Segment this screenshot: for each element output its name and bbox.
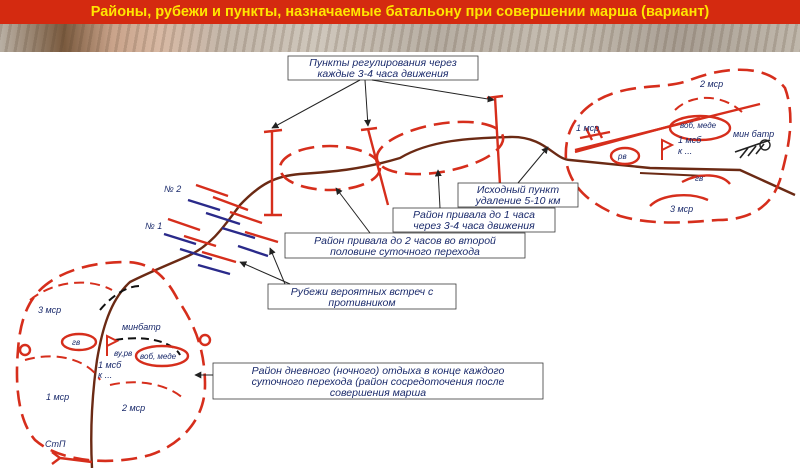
callout-encounter-lines: Рубежи вероятных встреч с противником bbox=[239, 247, 457, 310]
slide-title: Районы, рубежи и пункты, назначаемые бат… bbox=[0, 0, 800, 24]
end-unit-stp: СтП bbox=[45, 439, 66, 449]
company-1-mark bbox=[579, 125, 611, 141]
start-unit-gv: гв bbox=[695, 174, 703, 183]
end-vob-oval bbox=[134, 344, 190, 368]
mortar-battery-icon bbox=[759, 139, 771, 151]
start-unit-k: к ... bbox=[678, 146, 692, 156]
svg-text:каждые 3-4 часа движения: каждые 3-4 часа движения bbox=[317, 68, 448, 80]
mortar-battery-column bbox=[734, 139, 771, 159]
encounter-line-2 bbox=[187, 183, 279, 258]
svg-text:Район привала до 2 часов во вт: Район привала до 2 часов во второй bbox=[314, 235, 496, 247]
svg-text:через 3-4 часа движения: через 3-4 часа движения bbox=[413, 220, 535, 232]
end-battalion-flag-icon bbox=[106, 334, 120, 356]
svg-text:Исходный пункт: Исходный пункт bbox=[477, 184, 559, 196]
rest-area-2h bbox=[278, 144, 382, 192]
end-ring-right bbox=[198, 333, 212, 347]
end-gv-oval bbox=[60, 332, 98, 352]
start-unit-min-batr: мин батр bbox=[733, 129, 774, 139]
encounter-line-1 bbox=[163, 217, 237, 276]
battalion-flag-icon bbox=[661, 138, 675, 160]
minbatr-arc-2 bbox=[114, 337, 181, 356]
start-unit-2msr: 2 мср bbox=[699, 79, 723, 89]
start-unit-vob-mede: воб, меде bbox=[680, 121, 717, 130]
svg-text:совершения марша: совершения марша bbox=[330, 387, 426, 399]
rest-area-1h bbox=[375, 120, 505, 176]
engineers-platoon-oval bbox=[609, 146, 641, 166]
start-area-inner-arc bbox=[674, 96, 743, 113]
medical-platoon-oval bbox=[668, 114, 732, 142]
end-area-inner-1 bbox=[29, 281, 113, 301]
svg-text:Район дневного (ночного) отдых: Район дневного (ночного) отдыха в конце … bbox=[252, 365, 505, 377]
minbatr-arc bbox=[99, 285, 141, 311]
callout-rest-2h: Район привала до 2 часов во второй полов… bbox=[284, 187, 526, 259]
svg-text:Рубежи вероятных встреч с: Рубежи вероятных встреч с bbox=[291, 286, 434, 298]
end-unit-k: к ... bbox=[98, 370, 112, 380]
callout-day-rest: Район дневного (ночного) отдыха в конце … bbox=[194, 362, 544, 400]
end-unit-1msb: 1 мсб bbox=[98, 360, 122, 370]
end-unit-gv: гв bbox=[72, 338, 80, 347]
start-area-boundary bbox=[564, 68, 792, 224]
end-ring-left bbox=[18, 343, 32, 357]
start-area: 2 мср 1 мср воб, меде мин батр 1 мсб к .… bbox=[564, 68, 792, 224]
start-area-column-arrow bbox=[639, 172, 706, 177]
start-unit-3msr: 3 мср bbox=[670, 204, 693, 214]
start-unit-1msb: 1 мсб bbox=[678, 135, 702, 145]
svg-text:Пункты регулирования через: Пункты регулирования через bbox=[309, 57, 457, 69]
start-area-axis-2 bbox=[574, 116, 701, 154]
end-unit-3msr: 3 мср bbox=[38, 305, 61, 315]
end-unit-vob-mede: воб, меде bbox=[140, 352, 177, 361]
end-area-inner-3 bbox=[109, 381, 186, 401]
company-3-mark bbox=[649, 194, 709, 207]
svg-text:удаление 5-10 км: удаление 5-10 км bbox=[475, 195, 561, 207]
end-unit-minbatr: минбатр bbox=[122, 322, 161, 332]
stp-arrow bbox=[51, 451, 93, 465]
end-unit-1msr: 1 мср bbox=[46, 392, 69, 402]
start-unit-rv: рв bbox=[617, 152, 627, 161]
start-unit-1msr: 1 мср bbox=[576, 123, 599, 133]
encounter-line-1-label: № 1 bbox=[145, 221, 162, 231]
svg-text:суточного перехода (район соср: суточного перехода (район сосредоточения… bbox=[252, 376, 505, 388]
end-unit-2msr: 2 мср bbox=[121, 403, 145, 413]
end-area-inner-2 bbox=[24, 355, 101, 381]
encounter-line-2-label: № 2 bbox=[164, 184, 181, 194]
end-area: 3 мср минбатр гв ву,рв 1 мсб воб, меде к… bbox=[15, 260, 212, 465]
end-area-boundary bbox=[15, 260, 207, 463]
svg-text:половине суточного перехода: половине суточного перехода bbox=[330, 246, 480, 258]
end-unit-vu-rv: ву,рв bbox=[114, 349, 132, 358]
header-photo-strip bbox=[0, 24, 800, 52]
svg-text:Район привала до 1 часа: Район привала до 1 часа bbox=[413, 209, 535, 221]
callout-start-point: Исходный пункт удаление 5-10 км bbox=[457, 146, 579, 208]
callout-rest-1h: Район привала до 1 часа через 3-4 часа д… bbox=[392, 169, 556, 233]
grenade-platoon-mark bbox=[681, 174, 731, 185]
callout-regulation-points: Пункты регулирования через каждые 3-4 ча… bbox=[271, 55, 495, 129]
svg-text:противником: противником bbox=[328, 297, 395, 309]
